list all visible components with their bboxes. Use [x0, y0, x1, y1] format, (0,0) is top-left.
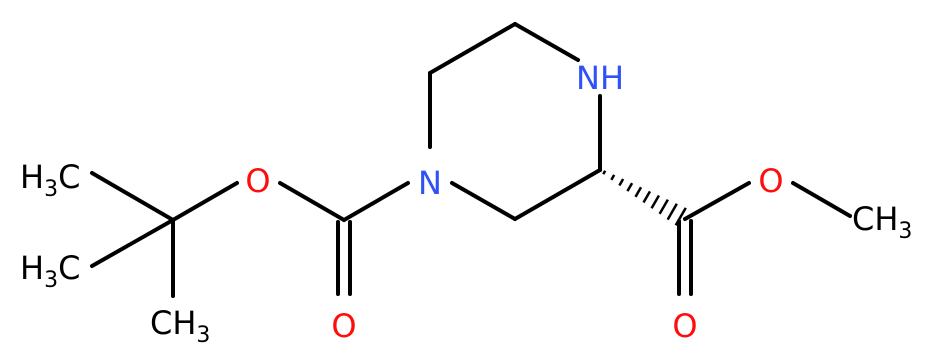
- atom-h3c-mid-tail: C: [58, 249, 80, 287]
- atom-h3c-mid: H3C: [20, 249, 80, 293]
- bond-c3-c2: [513, 168, 602, 221]
- bond-c2-n4: [450, 181, 517, 221]
- atom-h3c-top-main: H: [20, 158, 44, 196]
- bonds: [90, 22, 852, 298]
- bond-ether-o-quat-c: [171, 181, 239, 222]
- bond-ester-ether: [683, 181, 751, 221]
- hash-line: [674, 207, 687, 226]
- atom-h3c-mid-main: H: [20, 249, 44, 287]
- hash-line: [650, 194, 661, 209]
- atom-o-ester-carbonyl-text: O: [672, 307, 697, 345]
- atom-h3c-top-tail: C: [58, 158, 80, 196]
- bond-n4-carbonyl-c: [342, 181, 410, 222]
- atom-ch3-ester: CH3: [852, 200, 912, 244]
- atom-ch3-bottom-main: CH: [150, 304, 196, 342]
- atom-ch3-bottom: CH3: [150, 304, 210, 348]
- atom-ch3-ester-main: CH: [852, 200, 898, 238]
- atom-h3c-mid-sub: 3: [44, 268, 58, 293]
- atom-h3c-top: H3C: [20, 158, 80, 202]
- atom-labels: NH N O O O O CH3 H3C H3C CH3: [20, 59, 912, 348]
- atom-o-boc-carbonyl: O: [331, 307, 356, 345]
- hash-line: [610, 174, 616, 181]
- hash-line: [634, 186, 643, 198]
- hash-line: [626, 182, 634, 192]
- atom-ch3-bottom-sub: 3: [196, 323, 210, 348]
- bond-ring-top: [428, 22, 517, 75]
- atom-o-boc-ether-text: O: [245, 162, 270, 200]
- atom-n-ring-text: N: [418, 164, 442, 202]
- hash-line: [658, 198, 669, 215]
- hash-line: [642, 190, 652, 204]
- atom-o-ester-ether: O: [758, 162, 783, 200]
- atom-nh: NH: [576, 59, 624, 97]
- stereo-hashed-wedge-bond: [602, 170, 687, 226]
- atom-o-boc-carbonyl-text: O: [331, 307, 356, 345]
- bond-quat-c-h3c-mid: [90, 218, 175, 268]
- atom-h3c-top-sub: 3: [44, 177, 58, 202]
- bond-quat-c-h3c-top: [90, 171, 175, 222]
- bond-carbonyl-c-ether-o: [278, 181, 346, 222]
- hash-line: [618, 178, 625, 187]
- atom-nh-text: NH: [576, 59, 624, 97]
- bond-ring-top-right: [513, 22, 580, 62]
- hash-line: [666, 203, 678, 221]
- atom-ch3-ester-sub: 3: [898, 219, 912, 244]
- hash-line: [602, 170, 607, 175]
- bond-ester-o-ch3: [791, 181, 852, 218]
- atom-o-ester-ether-text: O: [758, 162, 783, 200]
- atom-o-boc-ether: O: [245, 162, 270, 200]
- atom-n-ring: N: [418, 164, 442, 202]
- atom-o-ester-carbonyl: O: [672, 307, 697, 345]
